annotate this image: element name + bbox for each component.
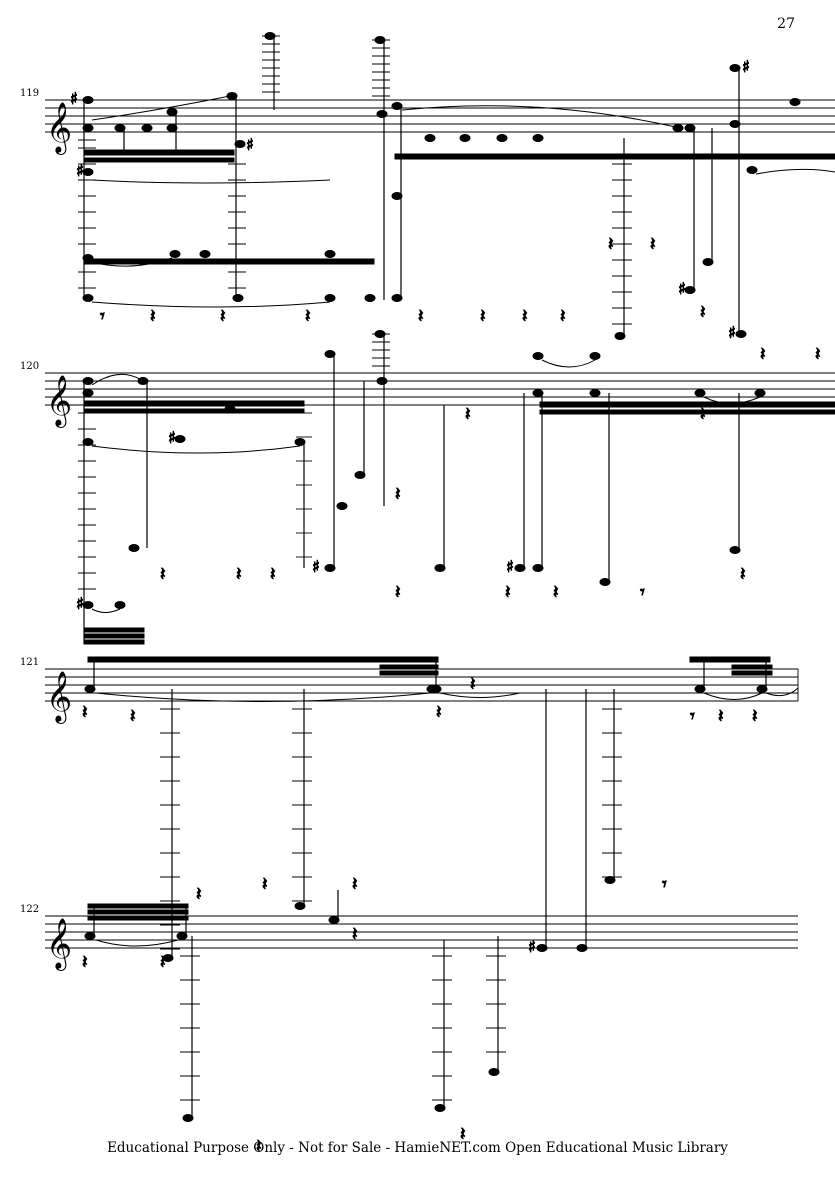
treble-clef-icon	[46, 671, 73, 724]
notes: ♯ 𝄽 𝄽 𝄽 𝄽 𝄾 𝄽 𝄽	[82, 656, 799, 962]
svg-text:𝄽: 𝄽	[82, 952, 88, 973]
svg-text:𝄽: 𝄽	[395, 484, 401, 505]
svg-text:𝄽: 𝄽	[608, 234, 614, 255]
svg-text:𝄽: 𝄽	[418, 306, 424, 327]
svg-text:𝄾: 𝄾	[662, 874, 667, 895]
svg-text:𝄽: 𝄽	[130, 706, 136, 727]
svg-text:♯: ♯	[742, 57, 750, 76]
svg-text:𝄽: 𝄽	[305, 306, 311, 327]
system-119: ♯ ♯ ♯ ♯ ♯ ♯ 𝄾 𝄽 𝄽 𝄽 𝄽 𝄽 𝄽 𝄽 𝄽 𝄽 𝄽	[45, 32, 835, 343]
svg-text:𝄽: 𝄽	[560, 306, 566, 327]
svg-text:𝄽: 𝄽	[760, 344, 766, 365]
treble-clef-icon	[46, 102, 73, 155]
measure-number-122: 122	[20, 904, 40, 915]
staff-lines	[45, 915, 798, 949]
svg-text:♯: ♯	[76, 594, 84, 613]
svg-text:𝄽: 𝄽	[82, 702, 88, 723]
svg-text:♯: ♯	[528, 937, 536, 956]
svg-text:♯: ♯	[728, 323, 736, 342]
svg-text:𝄽: 𝄽	[700, 302, 706, 323]
svg-text:𝄽: 𝄽	[196, 884, 202, 905]
svg-text:𝄽: 𝄽	[220, 306, 226, 327]
svg-text:♯: ♯	[168, 428, 176, 447]
svg-text:𝄽: 𝄽	[465, 404, 471, 425]
footer-text: Educational Purpose Only - Not for Sale …	[107, 1140, 728, 1156]
svg-text:♯: ♯	[246, 135, 254, 154]
treble-clef-icon	[46, 918, 73, 971]
svg-text:♯: ♯	[70, 89, 78, 108]
measure-number-121: 121	[20, 657, 40, 668]
treble-clef-icon	[46, 375, 73, 428]
svg-text:𝄽: 𝄽	[395, 582, 401, 603]
svg-text:𝄽: 𝄽	[460, 1124, 466, 1145]
staff-lines	[45, 372, 835, 406]
system-122: 𝄽 𝄽 𝄽 𝄽 𝄽 𝄽 𝄾 𝄽 𝄽	[45, 874, 798, 1158]
svg-text:𝄽: 𝄽	[352, 924, 358, 945]
notes: ♯ ♯ ♯ ♯ 𝄽 𝄽 𝄽 𝄽 𝄽 𝄽 𝄽 𝄽 𝄾 𝄽 𝄽 𝄽 𝄽	[76, 330, 835, 645]
svg-text:♯: ♯	[76, 161, 84, 180]
svg-text:𝄽: 𝄽	[718, 706, 724, 727]
svg-text:𝄽: 𝄽	[480, 306, 486, 327]
svg-text:𝄽: 𝄽	[270, 564, 276, 585]
svg-text:𝄽: 𝄽	[256, 1136, 262, 1157]
svg-text:𝄽: 𝄽	[505, 582, 511, 603]
svg-text:𝄽: 𝄽	[236, 564, 242, 585]
system-120: ♯ ♯ ♯ ♯ 𝄽 𝄽 𝄽 𝄽 𝄽 𝄽 𝄽 𝄽 𝄾 𝄽 𝄽 𝄽 𝄽	[45, 330, 835, 645]
svg-text:𝄽: 𝄽	[815, 344, 821, 365]
measure-number-119: 119	[20, 88, 40, 99]
svg-text:𝄽: 𝄽	[522, 306, 528, 327]
svg-text:𝄽: 𝄽	[160, 952, 166, 973]
page-number: 27	[777, 16, 795, 32]
svg-text:𝄽: 𝄽	[650, 234, 656, 255]
svg-text:♯: ♯	[678, 279, 686, 298]
measure-number-120: 120	[20, 361, 40, 372]
svg-text:𝄽: 𝄽	[553, 582, 559, 603]
staff-lines	[45, 99, 835, 133]
svg-text:𝄽: 𝄽	[352, 874, 358, 895]
svg-text:♯: ♯	[312, 557, 320, 576]
svg-text:𝄽: 𝄽	[150, 306, 156, 327]
notes: ♯ ♯ ♯ ♯ ♯ ♯ 𝄾 𝄽 𝄽 𝄽 𝄽 𝄽 𝄽 𝄽 𝄽 𝄽 𝄽	[70, 32, 835, 343]
svg-text:𝄾: 𝄾	[690, 706, 695, 727]
svg-text:𝄽: 𝄽	[700, 404, 706, 425]
svg-text:𝄽: 𝄽	[470, 674, 476, 695]
system-121: ♯ 𝄽 𝄽 𝄽 𝄽 𝄾 𝄽 𝄽	[45, 656, 799, 962]
svg-text:𝄽: 𝄽	[752, 706, 758, 727]
svg-text:𝄽: 𝄽	[740, 564, 746, 585]
svg-text:𝄽: 𝄽	[160, 564, 166, 585]
svg-text:𝄽: 𝄽	[262, 874, 268, 895]
svg-text:𝄽: 𝄽	[436, 702, 442, 723]
svg-text:♯: ♯	[506, 557, 514, 576]
svg-text:𝄾: 𝄾	[640, 582, 645, 603]
notes: 𝄽 𝄽 𝄽 𝄽 𝄽 𝄽 𝄾 𝄽 𝄽	[82, 874, 668, 1158]
svg-text:𝄾: 𝄾	[100, 306, 105, 327]
